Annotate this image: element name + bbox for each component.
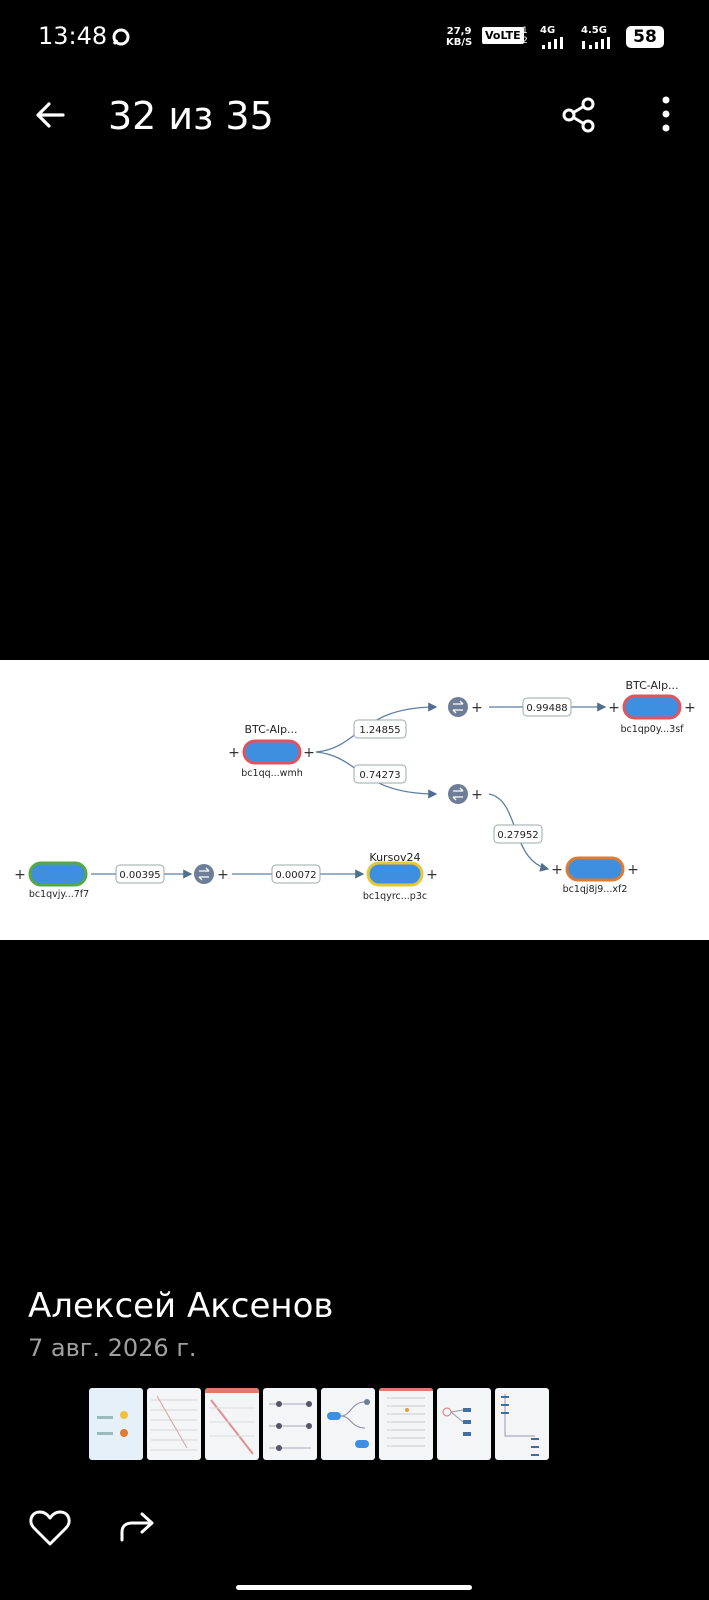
node-address: bc1qj8j9...xf2 [563, 884, 628, 895]
thumbnail[interactable] [205, 1388, 259, 1460]
network-type-1: 4G [540, 25, 556, 36]
speed-value: 27,9 [446, 26, 472, 37]
thumbnail[interactable] [263, 1388, 317, 1460]
node-label: BTC-Alp... [244, 723, 297, 736]
node-pill[interactable] [28, 861, 88, 887]
transaction-icon[interactable] [448, 784, 468, 804]
network-speed: 27,9 KB/S [446, 26, 472, 48]
sim2-label: 2 [522, 36, 528, 46]
page-title: 32 из 35 [108, 94, 274, 138]
photo-image[interactable]: BTC-Alp... + + bc1qq...wmh 1.24855 0.742… [0, 660, 709, 940]
photo-date: 7 авг. 2026 г. [28, 1334, 197, 1362]
author-name: Алексей Аксенов [28, 1286, 334, 1326]
transaction-icon[interactable] [448, 697, 468, 717]
edge-value: 0.27952 [497, 830, 538, 841]
node-pill[interactable] [242, 739, 302, 765]
back-arrow-icon[interactable] [33, 98, 67, 132]
expand-left-icon[interactable]: + [608, 700, 620, 716]
graph-edges [91, 702, 607, 879]
volte-badge: VoLTE [482, 27, 524, 44]
heart-icon[interactable] [28, 1508, 72, 1548]
thumbnail[interactable] [495, 1388, 549, 1460]
share-icon[interactable] [560, 96, 598, 134]
edge-value: 0.00395 [119, 870, 160, 881]
edge-label-box [115, 864, 165, 884]
edge-value: 1.24855 [359, 725, 400, 736]
expand-left-icon[interactable]: + [551, 862, 563, 878]
node-label: BTC-Alp... [625, 679, 678, 692]
expand-icon[interactable]: + [471, 787, 483, 803]
speed-unit: KB/S [446, 37, 473, 48]
status-time: 13:48 [38, 22, 108, 50]
node-pill[interactable] [565, 856, 625, 882]
thumbnail[interactable] [379, 1388, 433, 1460]
edge-label-box [353, 764, 407, 784]
battery-icon: 58 [626, 26, 664, 48]
edge-label-box [493, 824, 543, 844]
transaction-graph: BTC-Alp... + + bc1qq...wmh 1.24855 0.742… [14, 679, 696, 902]
sim1-label: 1 [522, 26, 528, 36]
forward-icon[interactable] [118, 1510, 158, 1546]
thumbnail[interactable] [89, 1388, 143, 1460]
more-icon[interactable] [656, 94, 676, 134]
edge-value: 0.99488 [526, 703, 567, 714]
expand-right-icon[interactable]: + [303, 745, 315, 761]
thumbnail[interactable] [321, 1388, 375, 1460]
expand-right-icon[interactable]: + [627, 862, 639, 878]
thumbnail[interactable] [437, 1388, 491, 1460]
viewer-header: 32 из 35 [0, 78, 709, 162]
edge-label-box [522, 697, 572, 717]
home-indicator[interactable] [236, 1585, 472, 1590]
status-bar: 13:48 27,9 KB/S VoLTE 1 2 4G 4.5G 58 [0, 0, 709, 78]
network-type-2: 4.5G [581, 25, 607, 36]
transaction-icon[interactable] [194, 864, 214, 884]
expand-left-icon[interactable]: + [14, 867, 26, 883]
node-address: bc1qvjy...7f7 [29, 889, 89, 900]
thumbnail[interactable] [147, 1388, 201, 1460]
edge-value: 0.00072 [275, 870, 316, 881]
expand-right-icon[interactable]: + [684, 700, 696, 716]
chat-icon [112, 28, 130, 46]
expand-right-icon[interactable]: + [426, 867, 438, 883]
signal-icon-2 [582, 37, 610, 49]
edge-label-box [353, 719, 407, 739]
expand-icon[interactable]: + [471, 700, 483, 716]
edge-label-box [271, 864, 321, 884]
node-label: Kursov24 [369, 851, 420, 864]
node-pill[interactable] [622, 694, 682, 720]
expand-icon[interactable]: + [217, 867, 229, 883]
edge-value: 0.74273 [359, 770, 400, 781]
expand-left-icon[interactable]: + [228, 745, 240, 761]
node-address: bc1qyrc...p3c [363, 891, 427, 902]
node-pill[interactable] [366, 861, 424, 887]
node-address: bc1qp0y...3sf [620, 724, 684, 735]
sim-indicator: 1 2 [522, 26, 528, 46]
signal-icon [542, 37, 563, 49]
node-address: bc1qq...wmh [241, 768, 302, 779]
